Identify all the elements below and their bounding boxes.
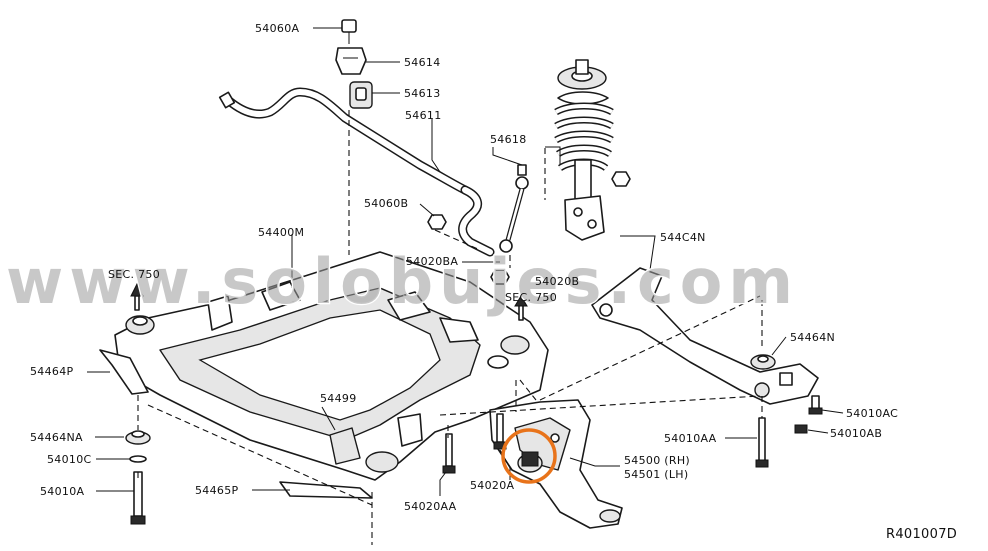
label-54611: 54611: [405, 109, 442, 122]
stabilizer-link: [499, 164, 529, 253]
highlight-circle: [501, 428, 557, 484]
label-54614: 54614: [404, 56, 441, 69]
assembly-lines: [137, 110, 763, 545]
strut-assembly: [554, 59, 614, 241]
label-54464NA: 54464NA: [30, 431, 83, 444]
label-54010AC: 54010AC: [846, 407, 898, 420]
label-54020AA: 54020AA: [404, 500, 457, 513]
label-54613: 54613: [404, 87, 441, 100]
label-54020BA: 54020BA: [406, 255, 458, 268]
label-54499: 54499: [320, 392, 357, 405]
lower-control-arm: [489, 399, 623, 529]
stabilizer-bushing-stack: [335, 19, 373, 109]
label-54501-lh: 54501 (LH): [624, 468, 688, 481]
label-54464P: 54464P: [30, 365, 73, 378]
label-54020A: 54020A: [470, 479, 514, 492]
watermark-text: www.solobujes.com: [6, 245, 799, 318]
label-544C4N: 544C4N: [660, 231, 706, 244]
label-54500-rh: 54500 (RH): [624, 454, 690, 467]
label-54618: 54618: [490, 133, 527, 146]
callout-labels: 54060A 54614 54613 54611 54618 54060B 54…: [30, 22, 957, 542]
label-54400M: 54400M: [258, 226, 304, 239]
stiffener-bracket: [99, 349, 373, 499]
label-sec750-left: SEC. 750: [108, 268, 160, 281]
rear-gusset: [591, 267, 819, 405]
label-54020B: 54020B: [535, 275, 579, 288]
label-54465P: 54465P: [195, 484, 238, 497]
label-54060A: 54060A: [255, 22, 299, 35]
label-54060B: 54060B: [364, 197, 408, 210]
stabilizer-bar: [218, 87, 495, 257]
suspension-member: [114, 251, 549, 481]
label-54464N: 54464N: [790, 331, 835, 344]
label-54010C: 54010C: [47, 453, 91, 466]
label-sec750-right: SEC. 750: [505, 291, 557, 304]
label-54010AA: 54010AA: [664, 432, 717, 445]
drawing-code: R401007D: [886, 527, 957, 542]
label-54010A: 54010A: [40, 485, 84, 498]
label-54010AB: 54010AB: [830, 427, 882, 440]
